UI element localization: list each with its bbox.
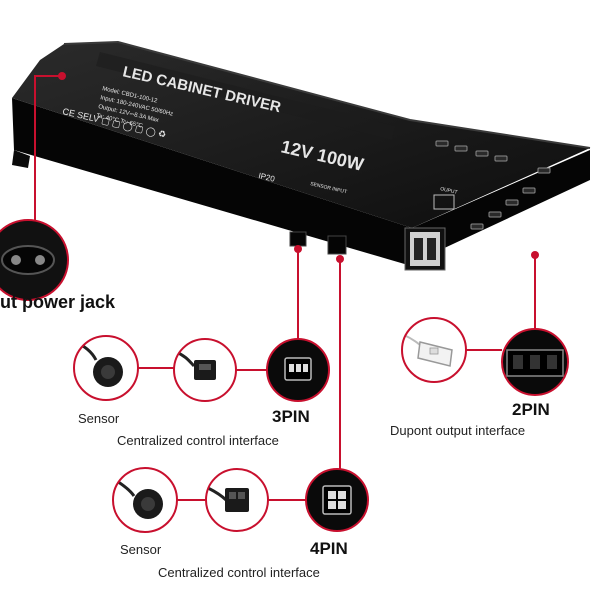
plug-3pin-callout [173,338,237,402]
led-driver-device: LED CABINET DRIVER Model: CBD1-100-12 In… [12,40,591,271]
dupont-plug-callout [401,317,467,383]
port-3pin [289,231,307,247]
pin2-label: 2PIN [512,400,550,419]
central-control-label-4pin: Centralized control interface [158,565,320,580]
output-label: OUPUT [440,186,458,196]
dupont-label: Dupont output interface [390,423,526,438]
power-jack-label: ut power jack [0,292,116,312]
pin3-label: 3PIN [272,407,310,426]
central-control-label-3pin: Centralized control interface [117,433,279,448]
power-jack-icon [1,245,55,275]
port-3pin-callout [266,338,330,402]
sensor-4pin-callout [112,467,178,533]
sensor-3pin-callout [73,335,139,401]
port-4pin [327,235,347,255]
sensor-label-3pin: Sensor [78,411,120,426]
pin4-label: 4PIN [310,539,348,558]
port-4pin-icon [322,485,352,515]
leader-lines [34,75,536,501]
power-jack-callout [0,219,69,301]
port-2pin-callout [501,328,569,396]
sensor-label-4pin: Sensor [120,542,162,557]
plug-4pin-callout [205,468,269,532]
connector-4pin-icon [225,488,249,512]
port-4pin-callout [305,468,369,532]
ip-rating: IP20 [258,171,277,184]
